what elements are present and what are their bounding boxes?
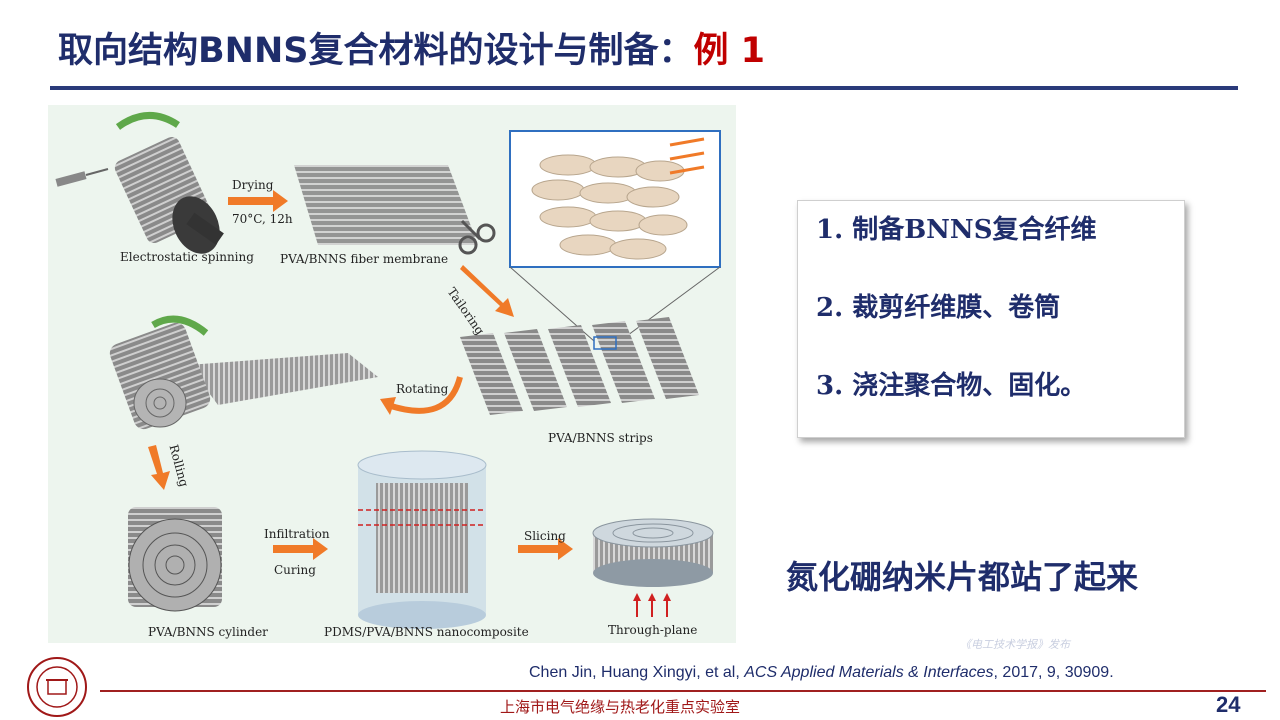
label-drying: Drying bbox=[232, 178, 274, 192]
label-cylinder: PVA/BNNS cylinder bbox=[148, 625, 268, 639]
arrow-slicing bbox=[518, 538, 573, 560]
label-curing: Curing bbox=[274, 563, 316, 577]
watermark: 《电工技术学报》发布 bbox=[960, 638, 1070, 651]
steps-box: 1. 制备BNNS复合纤维 2. 裁剪纤维膜、卷筒 3. 浇注聚合物、固化。 bbox=[797, 200, 1185, 438]
through-plane-arrows bbox=[633, 593, 671, 617]
label-strips: PVA/BNNS strips bbox=[548, 431, 653, 445]
footer-divider bbox=[100, 690, 1266, 692]
arrow-infiltration bbox=[273, 538, 328, 560]
slide-title-example: 例 1 bbox=[693, 31, 766, 71]
rolling-sheet bbox=[109, 322, 378, 430]
label-slicing: Slicing bbox=[524, 529, 566, 543]
spinning-drum bbox=[114, 137, 224, 254]
process-figure: Electrostatic spinning Drying 70°C, 12h … bbox=[48, 105, 736, 643]
label-through-plane: Through-plane bbox=[608, 623, 698, 637]
slide-title-main: 取向结构BNNS复合材料的设计与制备： bbox=[58, 31, 694, 71]
rotate-arrow-icon bbox=[115, 112, 180, 130]
arrow-tailoring bbox=[460, 265, 514, 317]
process-illustration bbox=[55, 112, 721, 629]
rotate-arrow-icon-2 bbox=[151, 315, 209, 336]
title-divider bbox=[50, 86, 1238, 90]
fiber-cylinder bbox=[128, 507, 222, 612]
arrow-rolling bbox=[148, 445, 170, 490]
step-3: 3. 浇注聚合物、固化。 bbox=[816, 371, 1087, 401]
footer-lab-name: 上海市电气绝缘与热老化重点实验室 bbox=[500, 698, 741, 716]
composite-cylinder bbox=[357, 450, 487, 629]
citation-journal: ACS Applied Materials & Interfaces bbox=[744, 664, 994, 681]
page-number: 24 bbox=[1216, 692, 1241, 717]
label-nanocomposite: PDMS/PVA/BNNS nanocomposite bbox=[324, 625, 529, 639]
arrow-drying bbox=[228, 190, 288, 212]
citation-details: , 2017, 9, 30909. bbox=[993, 664, 1114, 681]
syringe-icon bbox=[55, 168, 109, 187]
label-membrane: PVA/BNNS fiber membrane bbox=[280, 252, 449, 266]
fiber-strips bbox=[460, 317, 699, 415]
label-drying-conditions: 70°C, 12h bbox=[232, 212, 293, 226]
arrow-rotating bbox=[387, 376, 463, 414]
university-seal-icon bbox=[27, 657, 87, 717]
slide-title: 取向结构BNNS复合材料的设计与制备：例 1 bbox=[58, 22, 765, 73]
inset-arrows bbox=[669, 137, 705, 175]
tagline: 氮化硼纳米片都站了起来 bbox=[786, 558, 1139, 596]
step-2: 2. 裁剪纤维膜、卷筒 bbox=[816, 293, 1061, 323]
label-rotating: Rotating bbox=[396, 382, 449, 396]
fiber-membrane bbox=[294, 165, 478, 245]
composite-slice bbox=[592, 518, 714, 587]
label-electrospinning: Electrostatic spinning bbox=[120, 250, 254, 264]
label-infiltration: Infiltration bbox=[264, 527, 330, 541]
step-1: 1. 制备BNNS复合纤维 bbox=[816, 215, 1097, 245]
nanosheet-stack bbox=[531, 154, 688, 260]
citation: Chen Jin, Huang Xingyi, et al, ACS Appli… bbox=[529, 664, 1114, 682]
scissors-icon bbox=[458, 219, 496, 255]
citation-authors: Chen Jin, Huang Xingyi, et al, bbox=[529, 664, 745, 681]
